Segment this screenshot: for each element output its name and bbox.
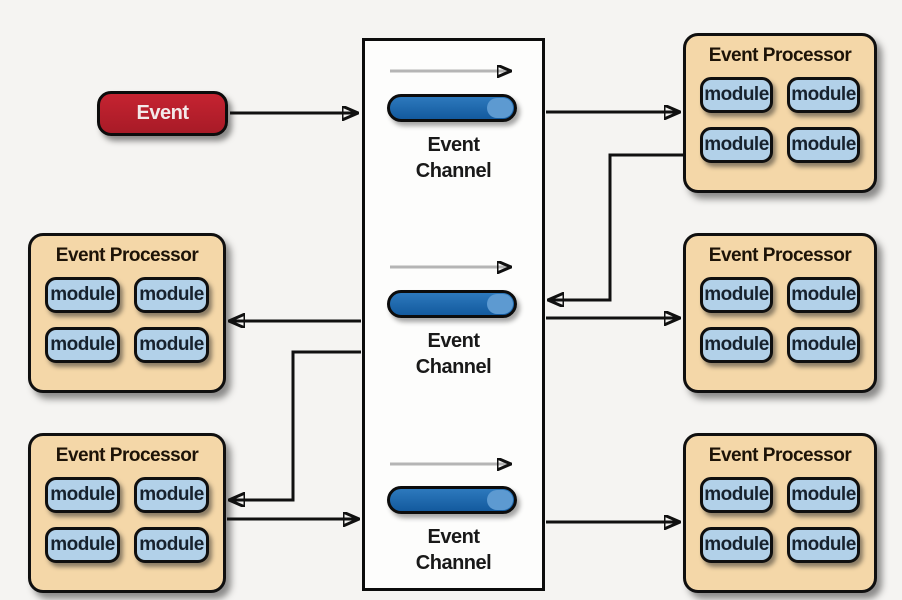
channel-3-label: Event Channel xyxy=(415,526,492,574)
module-grid: module module module module xyxy=(686,67,874,163)
arrow-right-top-to-channel2 xyxy=(549,153,683,300)
module-node: module xyxy=(45,527,120,563)
module-grid: module module module module xyxy=(31,267,223,363)
event-channel-container: Event Channel Event Channel Event Channe… xyxy=(362,38,545,591)
channel-1-cylinder xyxy=(387,94,517,122)
module-grid: module module module module xyxy=(686,267,874,363)
arrow-channel2-to-left-bottom xyxy=(230,350,361,500)
processor-title: Event Processor xyxy=(55,445,199,466)
module-node: module xyxy=(787,477,860,513)
module-node: module xyxy=(134,277,209,313)
module-node: module xyxy=(45,277,120,313)
module-node: module xyxy=(700,477,773,513)
processor-title: Event Processor xyxy=(708,45,852,66)
processor-title: Event Processor xyxy=(708,245,852,266)
module-node: module xyxy=(787,77,860,113)
event-node: Event xyxy=(97,91,228,136)
channel-1-label: Event Channel xyxy=(415,134,492,182)
module-node: module xyxy=(787,327,860,363)
module-grid: module module module module xyxy=(31,467,223,563)
module-node: module xyxy=(134,327,209,363)
event-processor-right-bottom: Event Processor module module module mod… xyxy=(683,433,877,593)
event-processor-left-middle: Event Processor module module module mod… xyxy=(28,233,226,393)
module-node: module xyxy=(134,477,209,513)
event-processor-right-middle: Event Processor module module module mod… xyxy=(683,233,877,393)
channel-2-cylinder xyxy=(387,290,517,318)
event-processor-right-top: Event Processor module module module mod… xyxy=(683,33,877,193)
module-node: module xyxy=(700,327,773,363)
module-grid: module module module module xyxy=(686,467,874,563)
module-node: module xyxy=(700,277,773,313)
module-node: module xyxy=(700,77,773,113)
event-processor-left-bottom: Event Processor module module module mod… xyxy=(28,433,226,593)
module-node: module xyxy=(45,477,120,513)
module-node: module xyxy=(134,527,209,563)
processor-title: Event Processor xyxy=(708,445,852,466)
processor-title: Event Processor xyxy=(55,245,199,266)
module-node: module xyxy=(787,527,860,563)
module-node: module xyxy=(45,327,120,363)
module-node: module xyxy=(787,277,860,313)
module-node: module xyxy=(700,127,773,163)
module-node: module xyxy=(787,127,860,163)
module-node: module xyxy=(700,527,773,563)
channel-2-label: Event Channel xyxy=(415,330,492,378)
channel-3-cylinder xyxy=(387,486,517,514)
event-node-label: Event xyxy=(136,102,189,124)
